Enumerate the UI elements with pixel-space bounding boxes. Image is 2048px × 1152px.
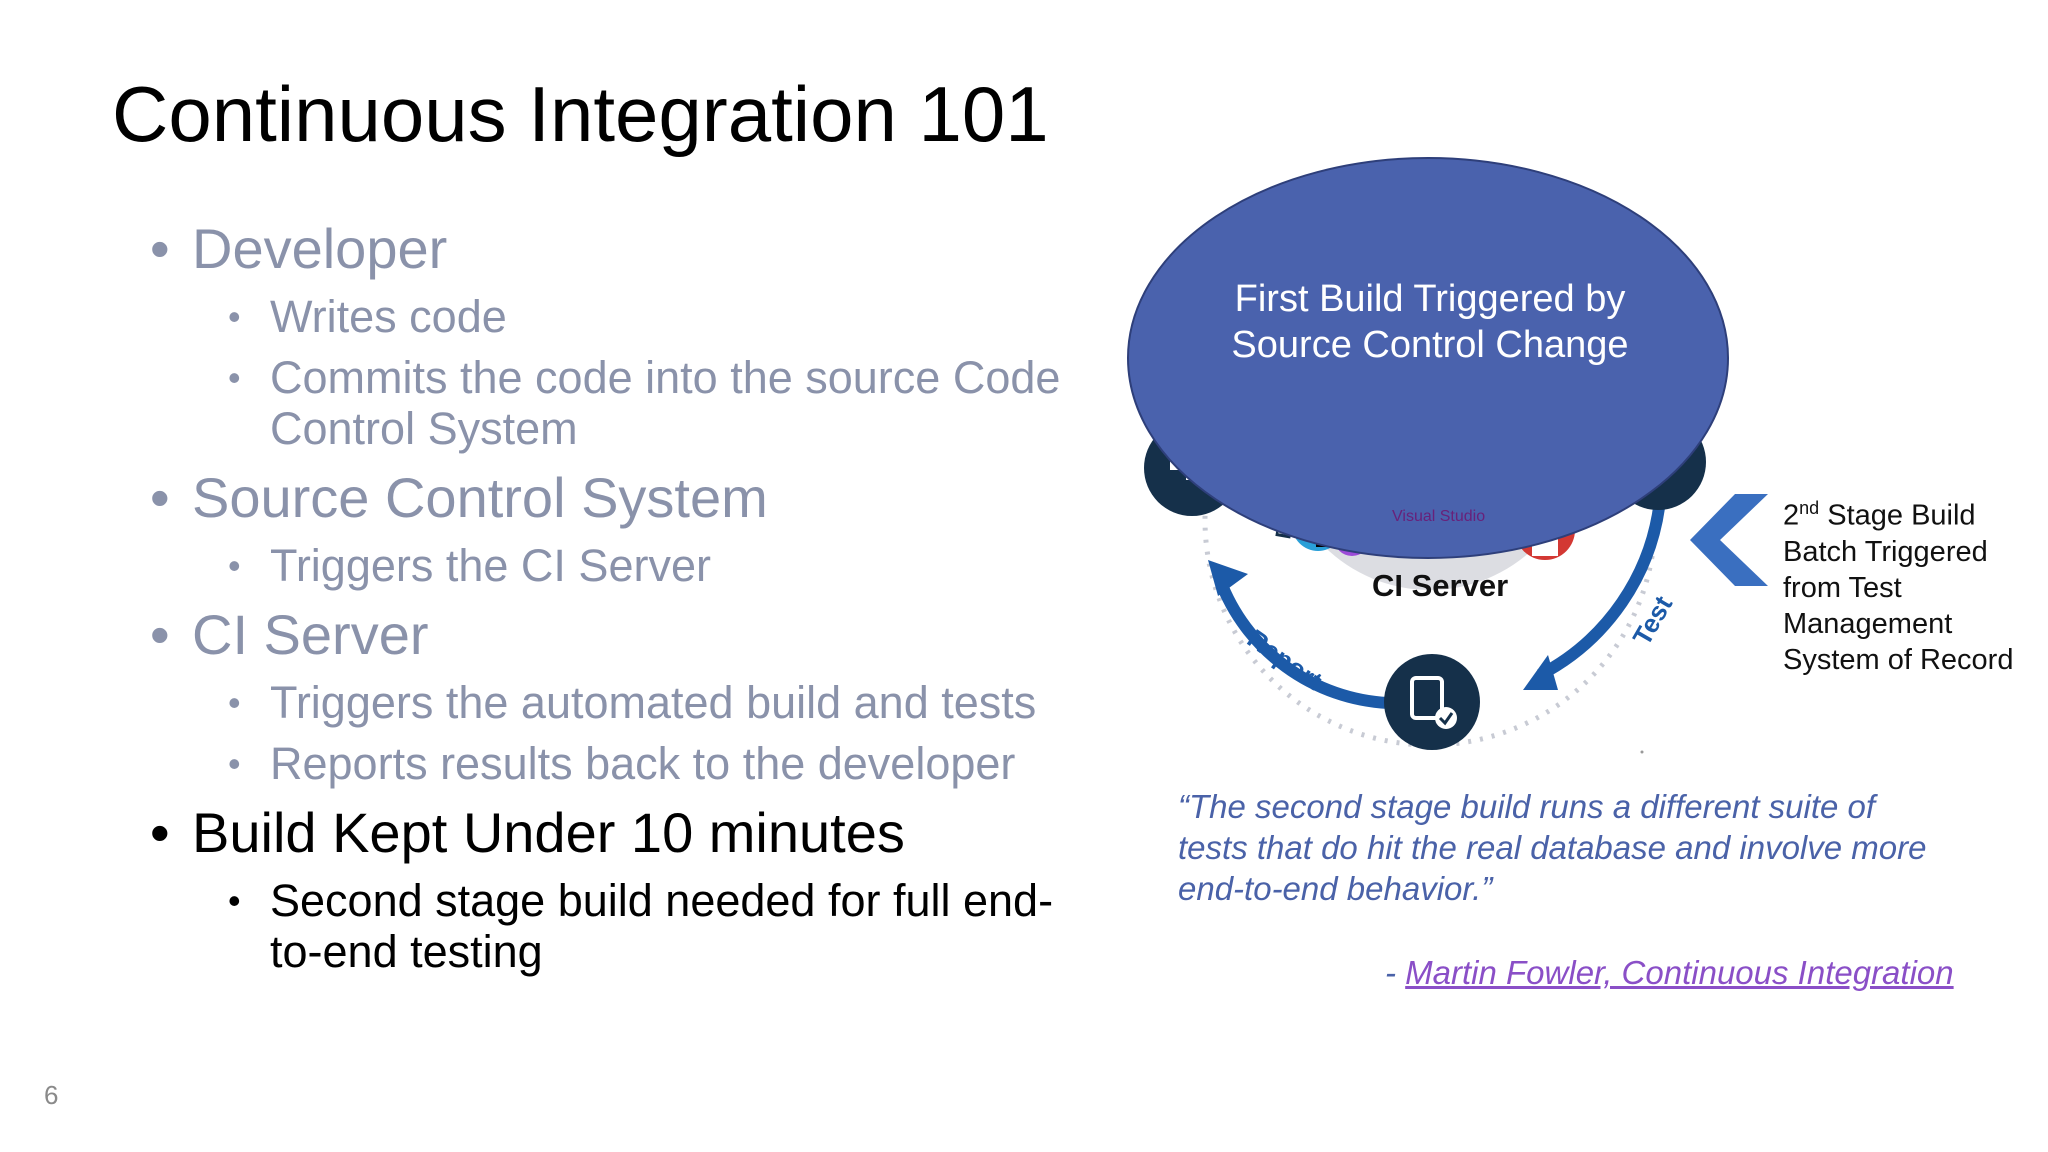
report-arc-label: Report <box>1242 623 1328 696</box>
bullet-second-stage: Second stage build needed for full end-t… <box>228 875 1080 977</box>
bullet-list: Developer Writes code Commits the code i… <box>150 205 1080 977</box>
bullet-commits-code: Commits the code into the source Code Co… <box>228 352 1080 454</box>
bullet-source-control: Source Control System <box>150 466 1080 530</box>
attribution-prefix: - <box>1385 954 1406 991</box>
test-arrowhead <box>1523 655 1558 690</box>
test-arc-label: Test <box>1627 590 1679 650</box>
report-check-node <box>1384 654 1480 750</box>
chevron-left-icon <box>1690 494 1768 586</box>
bullet-writes-code: Writes code <box>228 291 1080 342</box>
bullet-triggers-ci: Triggers the CI Server <box>228 540 1080 591</box>
first-build-label: First Build Triggered by Source Control … <box>1231 278 1629 366</box>
visual-studio-label: Visual Studio <box>1392 508 1486 525</box>
bullet-developer: Developer <box>150 217 1080 281</box>
second-stage-text: Stage Build Batch Triggered from Test Ma… <box>1783 499 2014 676</box>
second-stage-label: 2nd Stage Build Batch Triggered from Tes… <box>1783 490 2043 678</box>
second-stage-suffix: nd <box>1799 498 1820 518</box>
bullet-build-under-10: Build Kept Under 10 minutes <box>150 801 1080 865</box>
fowler-quote: “The second stage build runs a different… <box>1178 788 1927 907</box>
page-number: 6 <box>44 1080 59 1110</box>
slide-title: Continuous Integration 101 <box>112 70 1049 158</box>
first-build-ellipse <box>1127 157 1729 559</box>
report-arc <box>1214 577 1389 709</box>
bullet-ci-server: CI Server <box>150 603 1080 667</box>
quote-attribution: - Martin Fowler, Continuous Integration <box>1385 954 1954 992</box>
report-arrowhead <box>1208 560 1248 596</box>
ci-server-label: CI Server <box>1372 568 1509 603</box>
bullet-reports-results: Reports results back to the developer <box>228 738 1080 789</box>
ci-cycle-diagram: TC Report Test DEVE D <box>1127 157 1768 754</box>
second-stage-number: 2 <box>1783 499 1800 532</box>
bullet-triggers-build: Triggers the automated build and tests <box>228 677 1080 728</box>
attribution-link[interactable]: Martin Fowler, Continuous Integration <box>1405 954 1954 991</box>
decorative-dot <box>1640 750 1644 754</box>
test-arc <box>1537 499 1666 681</box>
